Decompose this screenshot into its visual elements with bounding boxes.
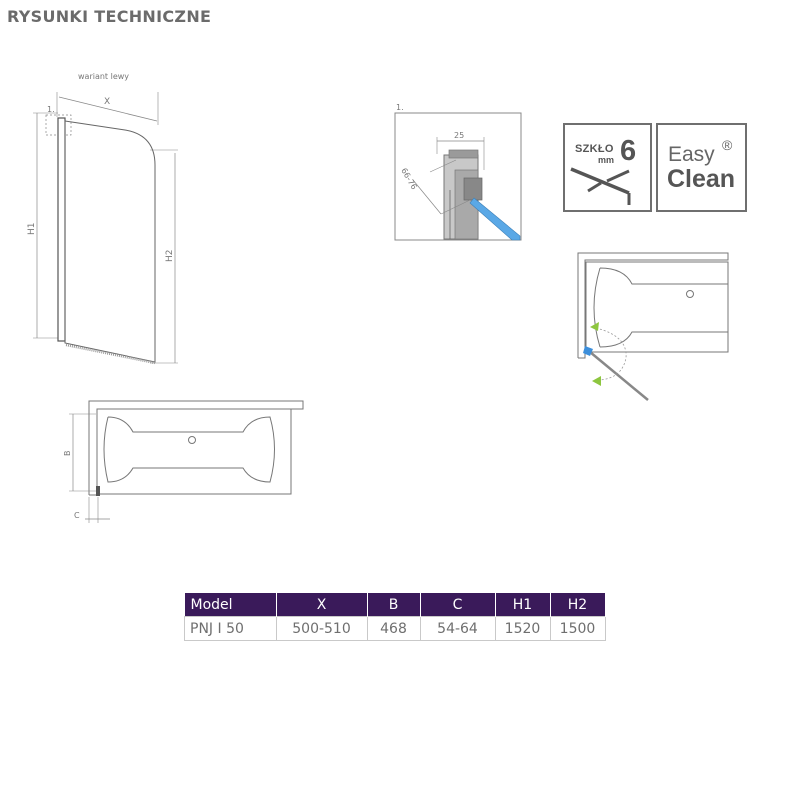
cell-b: 468	[366, 616, 421, 641]
header-b: B	[367, 593, 421, 617]
variant-label: wariant lewy	[78, 72, 129, 81]
cell-x: 500-510	[275, 616, 368, 641]
glass-panel	[64, 120, 156, 363]
dim-b-label: B	[63, 451, 72, 457]
easy-clean-line2: Clean	[667, 165, 736, 193]
dim-h1-label: H1	[27, 223, 37, 236]
registered-mark: ®	[722, 137, 733, 153]
detail-marker-front: 1.	[47, 105, 55, 114]
table-row: PNJ I 50 500-510 468 54-64 1520 1500	[184, 616, 606, 641]
header-x: X	[276, 593, 368, 617]
detail-marker: 1.	[396, 103, 404, 112]
glass-word: SZKŁO	[575, 143, 614, 155]
glass-thickness-badge: SZKŁO mm 6	[563, 123, 652, 212]
arrow-up-icon	[590, 322, 599, 331]
cell-c: 54-64	[419, 616, 496, 641]
glass-thickness-icon	[570, 167, 631, 205]
glass-unit: mm	[598, 155, 615, 165]
cell-h2: 1500	[549, 616, 606, 641]
easy-clean-line1: Easy	[668, 143, 715, 166]
header-h2: H2	[550, 593, 606, 617]
glass-edge	[469, 197, 521, 241]
spec-table-header-row: Model X B C H1 H2	[184, 593, 606, 617]
dim-c-label: C	[74, 511, 80, 520]
dim-25-label: 25	[454, 131, 464, 140]
bathtub-basin-right	[593, 267, 728, 348]
spec-table: Model X B C H1 H2 PNJ I 50 500-510 468 5…	[184, 593, 606, 641]
cell-h1: 1520	[494, 616, 551, 641]
easy-clean-badge: Easy ® Clean	[656, 123, 747, 212]
header-c: C	[420, 593, 496, 617]
header-h1: H1	[495, 593, 551, 617]
dim-x-label: X	[104, 97, 110, 107]
dim-h2-label: H2	[165, 250, 175, 263]
page-title: RYSUNKI TECHNICZNE	[7, 7, 212, 26]
header-model: Model	[184, 593, 277, 617]
cell-model: PNJ I 50	[184, 616, 277, 641]
glass-value: 6	[620, 135, 637, 167]
arrow-down-icon	[592, 376, 601, 386]
bathtub-basin	[103, 416, 275, 483]
